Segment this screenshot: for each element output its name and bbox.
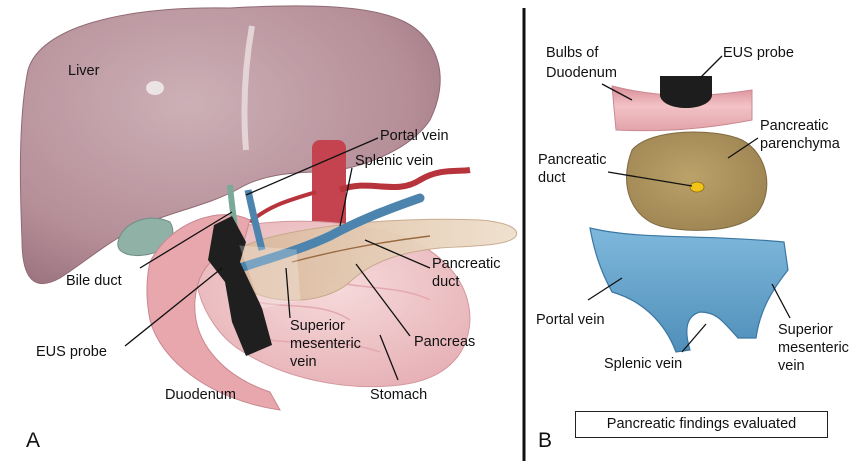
- panel-letter-a: A: [26, 429, 40, 452]
- label-splenic-vein: Splenic vein: [355, 153, 433, 169]
- hepatic-artery: [250, 192, 316, 222]
- label-pancreas: Pancreas: [414, 334, 475, 350]
- leader-eus-probe-b: [700, 56, 722, 78]
- label-pduct-2: duct: [538, 170, 565, 186]
- label-smv-b-3: vein: [778, 358, 805, 374]
- label-stomach: Stomach: [370, 387, 427, 403]
- label-bulbs-2: Duodenum: [546, 65, 617, 81]
- label-eus-probe-b: EUS probe: [723, 45, 794, 61]
- pancreatic-duct-lumen: [690, 182, 704, 192]
- label-parenchyma-2: parenchyma: [760, 136, 841, 152]
- label-duodenum: Duodenum: [165, 387, 236, 403]
- label-smv-b-2: mesenteric: [778, 340, 849, 356]
- liver-highlight: [146, 81, 164, 95]
- eus-probe-b: [660, 76, 712, 108]
- leader-smv-b: [772, 284, 790, 318]
- label-smv-1: Superior: [290, 318, 345, 334]
- panel-letter-b: B: [538, 429, 552, 452]
- portal-splenic-confluence: [590, 228, 788, 352]
- splenic-artery: [340, 170, 470, 190]
- label-smv-3: vein: [290, 354, 317, 370]
- label-eus-probe: EUS probe: [36, 344, 107, 360]
- panel-b: Bulbs of Duodenum EUS probe Pancreatic p…: [536, 45, 849, 452]
- label-parenchyma-1: Pancreatic: [760, 118, 829, 134]
- label-pancreatic-duct-1: Pancreatic: [432, 256, 501, 272]
- label-bulbs-1: Bulbs of: [546, 45, 599, 61]
- label-pancreatic-duct-2: duct: [432, 274, 459, 290]
- panel-a: Liver Portal vein Splenic vein Bile duct…: [20, 6, 516, 452]
- label-bile-duct: Bile duct: [66, 273, 122, 289]
- label-splenic-vein-b: Splenic vein: [604, 356, 682, 372]
- label-portal-vein: Portal vein: [380, 128, 449, 144]
- findings-box: Pancreatic findings evaluated: [575, 411, 828, 438]
- label-pduct-1: Pancreatic: [538, 152, 607, 168]
- label-liver: Liver: [68, 63, 100, 79]
- label-smv-b-1: Superior: [778, 322, 833, 338]
- label-smv-2: mesenteric: [290, 336, 361, 352]
- label-portal-vein-b: Portal vein: [536, 312, 605, 328]
